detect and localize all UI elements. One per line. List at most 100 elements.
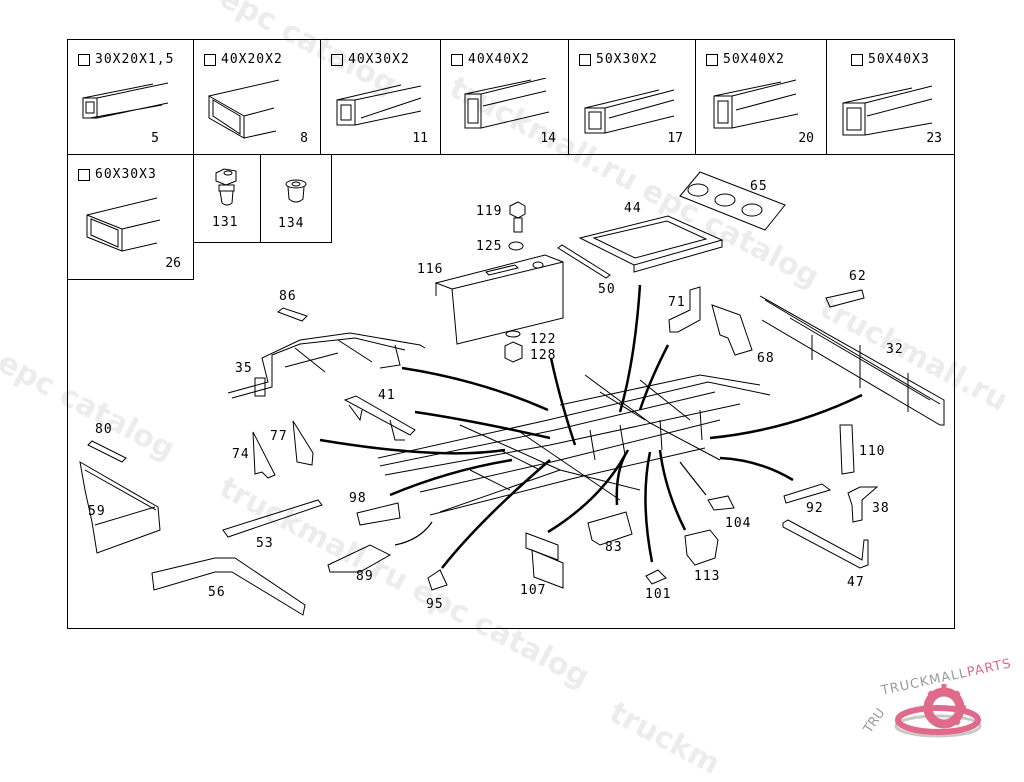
clip-101 [645, 569, 667, 585]
parts-diagram-frame: 30X20X1,5 5 40X20X2 8 40X30X2 11 40X40X2… [67, 39, 955, 629]
callout-128[interactable]: 128 [530, 348, 557, 363]
bracket-86 [277, 307, 308, 322]
rail-47 [782, 519, 869, 569]
profile-size: 60X30X3 [95, 167, 157, 182]
callout-35[interactable]: 35 [235, 361, 253, 376]
callout-65[interactable]: 65 [750, 179, 768, 194]
bracket-83 [587, 511, 633, 546]
rectangular-tube-icon [464, 78, 550, 129]
tray-frame [578, 215, 724, 273]
profile-checkbox[interactable] [851, 53, 863, 66]
rectangular-tube-icon [86, 197, 161, 252]
rectangular-tube-icon [208, 79, 280, 139]
profile-size: 30X20X1,5 [95, 52, 175, 67]
profile-size: 40X30X2 [348, 52, 410, 67]
profile-size: 50X40X3 [868, 52, 930, 67]
callout-89[interactable]: 89 [356, 569, 374, 584]
callout-74[interactable]: 74 [232, 447, 250, 462]
profile-part-number: 8 [300, 131, 308, 146]
profile-cell[interactable]: 40X20X2 8 [194, 40, 321, 155]
callout-86[interactable]: 86 [279, 289, 297, 304]
callout-32[interactable]: 32 [886, 342, 904, 357]
profile-checkbox[interactable] [579, 53, 591, 66]
rectangular-tube-icon [336, 84, 422, 126]
clip-95 [427, 569, 448, 591]
callout-101[interactable]: 101 [645, 587, 672, 602]
bolt-icon [509, 201, 526, 233]
callout-116[interactable]: 116 [417, 262, 444, 277]
callout-62[interactable]: 62 [849, 269, 867, 284]
callout-71[interactable]: 71 [668, 295, 686, 310]
plate-92 [783, 483, 832, 504]
fastener-cell[interactable]: 134 [261, 155, 332, 243]
profile-part-number: 5 [151, 131, 159, 146]
profile-checkbox[interactable] [204, 53, 216, 66]
nut-insert-icon [215, 168, 237, 206]
callout-59[interactable]: 59 [88, 504, 106, 519]
bracket-98 [356, 502, 401, 526]
rectangular-tube-icon [584, 89, 675, 134]
rectangular-tube-icon [82, 82, 169, 119]
profile-size: 50X30X2 [596, 52, 658, 67]
profile-cell[interactable]: 50X40X3 23 [827, 40, 954, 155]
profile-cell[interactable]: 50X30X2 17 [569, 40, 696, 155]
callout-95[interactable]: 95 [426, 597, 444, 612]
profile-part-number: 26 [165, 256, 181, 271]
bracket-38 [847, 486, 879, 523]
callout-125[interactable]: 125 [476, 239, 503, 254]
side-panel-59 [79, 461, 161, 554]
callout-110[interactable]: 110 [859, 444, 886, 459]
callout-113[interactable]: 113 [694, 569, 721, 584]
callout-122[interactable]: 122 [530, 332, 557, 347]
callout-119[interactable]: 119 [476, 204, 503, 219]
callout-53[interactable]: 53 [256, 536, 274, 551]
callout-44[interactable]: 44 [624, 201, 642, 216]
bracket-113 [684, 529, 719, 566]
profile-checkbox[interactable] [331, 53, 343, 66]
callout-68[interactable]: 68 [757, 351, 775, 366]
rivet-nut-icon [285, 179, 307, 203]
profile-part-number: 14 [540, 131, 556, 146]
profile-checkbox[interactable] [706, 53, 718, 66]
profile-cell[interactable]: 40X40X2 14 [441, 40, 569, 155]
profile-part-number: 17 [667, 131, 683, 146]
callout-38[interactable]: 38 [872, 501, 890, 516]
callout-56[interactable]: 56 [208, 585, 226, 600]
profile-part-number: 23 [926, 131, 942, 146]
callout-80[interactable]: 80 [95, 422, 113, 437]
profile-checkbox[interactable] [451, 53, 463, 66]
gusset-77 [292, 420, 314, 466]
nut-icon [504, 330, 523, 363]
profile-checkbox[interactable] [78, 53, 90, 66]
perforated-bracket [679, 171, 786, 231]
callout-92[interactable]: 92 [806, 501, 824, 516]
fastener-part-number: 131 [212, 215, 239, 230]
gusset-89 [327, 544, 392, 573]
callout-47[interactable]: 47 [847, 575, 865, 590]
profile-cell[interactable]: 60X30X3 26 [68, 155, 194, 280]
profile-cell[interactable]: 50X40X2 20 [696, 40, 827, 155]
bracket-71 [668, 286, 701, 333]
bracket-41 [343, 395, 416, 441]
profile-part-number: 20 [798, 131, 814, 146]
logo-text-truck: TRU [860, 706, 888, 737]
callout-107[interactable]: 107 [520, 583, 547, 598]
rectangular-tube-icon [713, 79, 799, 129]
block-62 [825, 289, 865, 308]
corner-panel-56 [151, 557, 306, 616]
gear-logo-icon: TRU [860, 684, 982, 738]
callout-104[interactable]: 104 [725, 516, 752, 531]
callout-83[interactable]: 83 [605, 540, 623, 555]
fastener-cell[interactable]: 131 [194, 155, 261, 243]
callout-98[interactable]: 98 [349, 491, 367, 506]
callout-50[interactable]: 50 [598, 282, 616, 297]
profile-size: 40X40X2 [468, 52, 530, 67]
callout-41[interactable]: 41 [378, 388, 396, 403]
profile-checkbox[interactable] [78, 168, 90, 181]
front-cross-member [227, 332, 426, 399]
profile-cell[interactable]: 40X30X2 11 [321, 40, 441, 155]
callout-77[interactable]: 77 [270, 429, 288, 444]
rubber-strip [557, 244, 611, 279]
profile-cell[interactable]: 30X20X1,5 5 [68, 40, 194, 155]
profile-size: 40X20X2 [221, 52, 283, 67]
